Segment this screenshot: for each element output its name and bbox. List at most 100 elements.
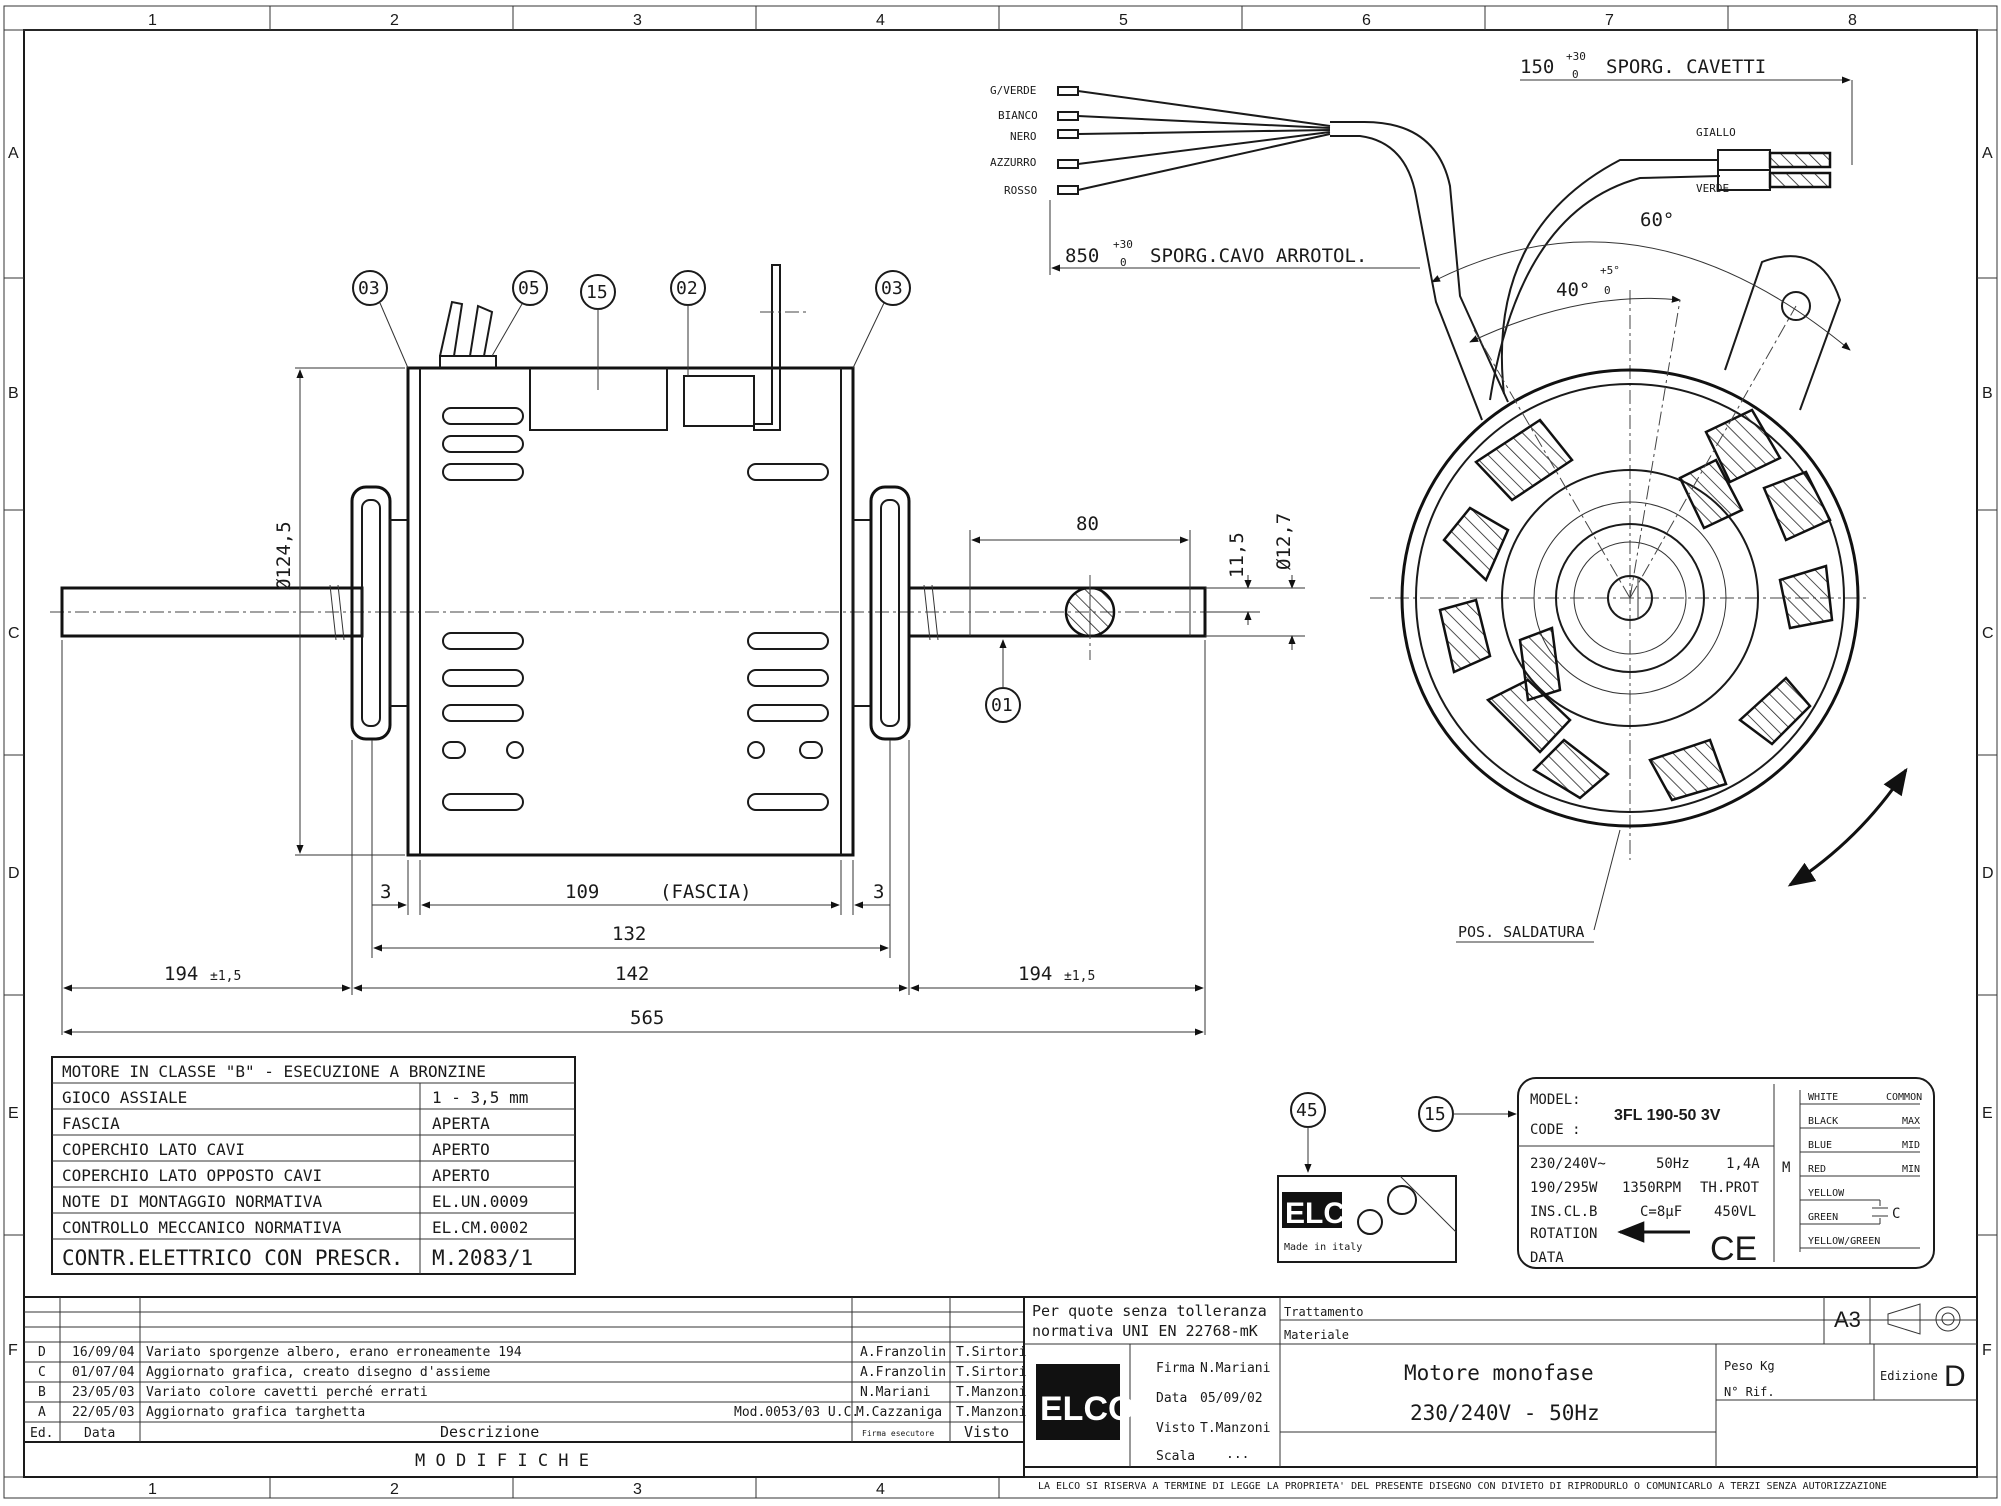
spec-label: COPERCHIO LATO CAVI: [62, 1140, 245, 1159]
plate-rotation: ROTATION: [1530, 1226, 1597, 1242]
dim-fascia-label: (FASCIA): [660, 881, 752, 903]
plate-vl: 450VL: [1714, 1204, 1756, 1220]
wire-color: YELLOW: [1808, 1188, 1845, 1199]
firma-label: Firma: [1156, 1361, 1195, 1376]
row-label: E: [1982, 1105, 1993, 1122]
spec-label: GIOCO ASSIALE: [62, 1088, 187, 1107]
dim-fascia-right: 3: [873, 881, 884, 903]
row-labels: A B C D E F A B C D E F: [8, 145, 1994, 1359]
spec-value-last: M.2083/1: [432, 1246, 533, 1270]
column-label: 4: [876, 1481, 885, 1498]
angle-40-tol-up: +5°: [1600, 264, 1620, 277]
dim-key-length: 80: [1076, 513, 1099, 535]
dim-body-length: 132: [612, 923, 646, 945]
wires-length: 150: [1520, 56, 1554, 78]
rev-ed: D: [38, 1345, 46, 1360]
cap-wire-label: GIALLO: [1696, 126, 1736, 139]
row-label: A: [8, 145, 19, 162]
dim-left-shaft-tol: ±1,5: [210, 969, 241, 984]
elco-logo: [1036, 1364, 1120, 1440]
spec-label: CONTROLLO MECCANICO NORMATIVA: [62, 1218, 342, 1237]
dim-center-length: 142: [615, 963, 649, 985]
side-view-dimensions: Ø124,5 80 11,5 Ø12,7 3 109 (FASCIA) 3: [61, 367, 1305, 1036]
elco-brand: ELCO: [1040, 1390, 1134, 1428]
visto-label: Visto: [1156, 1421, 1195, 1436]
row-label: F: [8, 1342, 18, 1359]
spade-connectors: [1717, 149, 1832, 191]
angle-60: 60°: [1640, 209, 1674, 231]
wires-label: SPORG. CAVETTI: [1606, 56, 1766, 78]
nameplate-area: [529, 368, 668, 431]
rev-header-visto: Visto: [964, 1423, 1009, 1441]
rev-ed: C: [38, 1365, 46, 1380]
scala-label: Scala: [1156, 1449, 1195, 1464]
cap-symbol: C: [1892, 1206, 1900, 1222]
row-label: F: [1982, 1342, 1992, 1359]
dim-key-height: 11,5: [1226, 532, 1248, 578]
rev-date: 16/09/04: [72, 1345, 135, 1360]
column-label: 7: [1605, 12, 1614, 29]
cable-label: SPORG.CAVO ARROTOL.: [1150, 245, 1367, 267]
rev-desc: Aggiornato grafica targhetta: [146, 1405, 365, 1420]
rev-firma: A.Franzolin: [860, 1345, 946, 1360]
wire-color-label: NERO: [1010, 130, 1037, 143]
spec-value: EL.CM.0002: [432, 1218, 528, 1237]
format-label: A3: [1834, 1307, 1861, 1332]
dim-fascia-left: 3: [380, 881, 391, 903]
column-label: 6: [1362, 12, 1371, 29]
row-label: C: [8, 625, 20, 642]
wire-color-label: BIANCO: [998, 109, 1038, 122]
wire-color-label: ROSSO: [1004, 184, 1037, 197]
rev-header-firma: Firma esecutore: [862, 1429, 934, 1438]
wire-color: YELLOW/GREEN: [1808, 1236, 1880, 1247]
title-block: Per quote senza tolleranza normativa UNI…: [1023, 1296, 1978, 1468]
plate-rpm: 1350RPM: [1622, 1180, 1681, 1196]
column-label: 1: [148, 12, 157, 29]
logo-made-in: Made in italy: [1284, 1242, 1362, 1253]
cable-tol-up: +30: [1113, 238, 1133, 251]
wires-tol-dn: 0: [1572, 68, 1579, 81]
projection-symbol: [1887, 1303, 1961, 1335]
wire-color: GREEN: [1808, 1212, 1838, 1223]
cable-length: 850: [1065, 245, 1099, 267]
wire-color-label: G/VERDE: [990, 84, 1036, 97]
spec-value: APERTO: [432, 1140, 490, 1159]
row-label: B: [8, 385, 19, 402]
rev-date: 22/05/03: [72, 1405, 135, 1420]
row-label: D: [1982, 865, 1994, 882]
cap-wire-label: VERDE: [1696, 182, 1729, 195]
callout-label: 02: [676, 278, 698, 299]
spec-label: NOTE DI MONTAGGIO NORMATIVA: [62, 1192, 322, 1211]
spec-label: COPERCHIO LATO OPPOSTO CAVI: [62, 1166, 322, 1185]
dim-left-shaft: 194: [164, 963, 198, 985]
dim-right-shaft: 194: [1018, 963, 1052, 985]
wire-color-label: AZZURRO: [990, 156, 1036, 169]
rev-footer: M O D I F I C H E: [415, 1451, 589, 1471]
rev-visto: T.Sirtori: [956, 1365, 1026, 1380]
angle-40-tol-dn: 0: [1604, 284, 1611, 297]
terminal-block: [683, 375, 755, 427]
spec-table: MOTORE IN CLASSE "B" - ESECUZIONE A BRON…: [51, 1056, 576, 1275]
scala-value: ...: [1226, 1447, 1249, 1462]
endshield-ribs: [1438, 408, 1834, 802]
edizione-label: Edizione: [1880, 1369, 1938, 1383]
nameplate: 15 MODEL: 3FL 190-50 3V CODE : 230/240V~…: [1418, 1077, 1935, 1269]
callout-label: 01: [991, 695, 1013, 716]
callout-label: 15: [586, 282, 608, 303]
spec-header: MOTORE IN CLASSE "B" - ESECUZIONE A BRON…: [62, 1062, 486, 1081]
column-label: 5: [1119, 12, 1128, 29]
elco-approval-logo: 45 ELCO Made in italy: [1277, 1092, 1457, 1263]
drawing-subtitle: 230/240V - 50Hz: [1410, 1401, 1600, 1425]
column-labels-bottom: 1 2 3 4: [148, 1481, 885, 1498]
materiale-label: Materiale: [1284, 1328, 1349, 1342]
angle-40: 40°: [1556, 279, 1590, 301]
data-label: Data: [1156, 1391, 1187, 1406]
spec-value: EL.UN.0009: [432, 1192, 528, 1211]
disclaimer: LA ELCO SI RISERVA A TERMINE DI LEGGE LA…: [1038, 1481, 1887, 1492]
right-end-cap: [869, 485, 911, 741]
plate-cap: C=8μF: [1640, 1204, 1682, 1220]
column-label: 2: [390, 12, 399, 29]
rev-header-desc: Descrizione: [440, 1423, 539, 1441]
drawing-title: Motore monofase: [1404, 1361, 1594, 1385]
